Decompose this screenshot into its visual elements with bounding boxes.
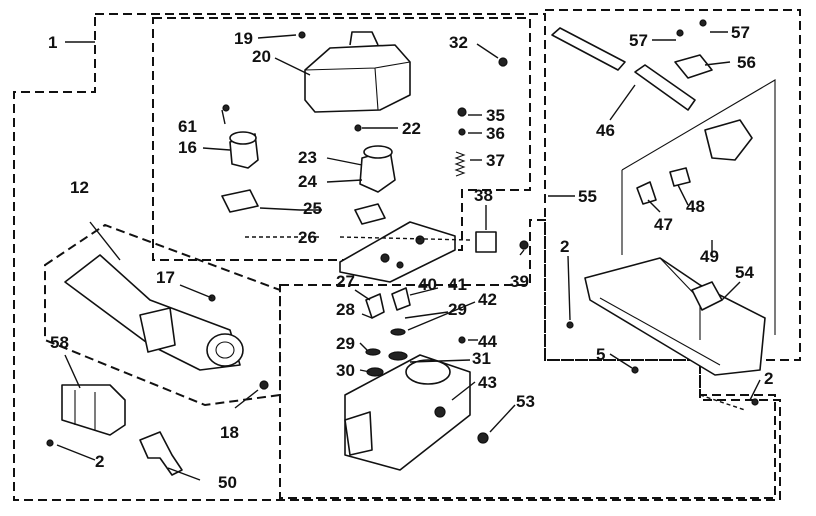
callout-30: 30 <box>336 361 355 380</box>
callout-37: 37 <box>486 151 505 170</box>
callout-2c: 2 <box>764 369 773 388</box>
callout-28: 28 <box>336 300 355 319</box>
callout-24: 24 <box>298 172 317 191</box>
fittings-47-48 <box>636 119 753 205</box>
burner-group-boundary <box>44 223 281 407</box>
callout-2a: 2 <box>95 452 104 471</box>
terminal-38 <box>475 231 497 253</box>
callout-58: 58 <box>50 333 69 352</box>
callout-22: 22 <box>402 119 421 138</box>
callout-27: 27 <box>336 272 355 291</box>
burner-tube-12 <box>64 254 244 371</box>
callout-1: 1 <box>48 33 57 52</box>
callout-17: 17 <box>156 268 175 287</box>
callout-35: 35 <box>486 106 505 125</box>
callout-43: 43 <box>478 373 497 392</box>
callout-labels: 1 19 20 32 61 16 22 35 36 37 23 24 25 26… <box>48 23 773 492</box>
callout-32: 32 <box>449 33 468 52</box>
callout-41: 41 <box>448 275 467 294</box>
valve-body-plate <box>339 221 456 283</box>
leader-lines <box>56 31 761 481</box>
clip-56 <box>674 54 713 79</box>
callout-16: 16 <box>178 138 197 157</box>
callout-29a: 29 <box>448 300 467 319</box>
gaskets-25 <box>221 189 386 225</box>
callout-36: 36 <box>486 124 505 143</box>
callout-26: 26 <box>298 228 317 247</box>
ignitor-16 <box>229 131 259 169</box>
callout-57a: 57 <box>629 31 648 50</box>
callout-48: 48 <box>686 197 705 216</box>
valve-group-boundary <box>152 17 531 261</box>
small-fasteners <box>46 19 759 447</box>
callout-29b: 29 <box>336 334 355 353</box>
solenoid-cover <box>304 31 411 113</box>
callout-38: 38 <box>474 186 493 205</box>
callout-5: 5 <box>596 345 605 364</box>
callout-57b: 57 <box>731 23 750 42</box>
callout-50: 50 <box>218 473 237 492</box>
callout-55: 55 <box>578 187 597 206</box>
mounting-bracket-54 <box>584 257 766 376</box>
callout-19: 19 <box>234 29 253 48</box>
spring-37 <box>454 151 466 177</box>
callout-31: 31 <box>472 349 491 368</box>
callout-25: 25 <box>303 199 322 218</box>
callout-23: 23 <box>298 148 317 167</box>
valve-stems <box>365 287 411 377</box>
callout-54: 54 <box>735 263 754 282</box>
bracket-58 <box>61 384 126 436</box>
callout-44: 44 <box>478 332 497 351</box>
callout-18: 18 <box>220 423 239 442</box>
bracket-group-boundary <box>545 9 801 361</box>
callout-61: 61 <box>178 117 197 136</box>
callout-39: 39 <box>510 272 529 291</box>
solenoid-coil-23 <box>359 145 396 193</box>
tubes-46 <box>551 27 696 111</box>
callout-56: 56 <box>737 53 756 72</box>
callout-40: 40 <box>418 275 437 294</box>
callout-46: 46 <box>596 121 615 140</box>
callout-42: 42 <box>478 290 497 309</box>
callout-2b: 2 <box>560 237 569 256</box>
callout-47: 47 <box>654 215 673 234</box>
callout-49: 49 <box>700 247 719 266</box>
pilot-50 <box>139 431 183 476</box>
callout-12: 12 <box>70 178 89 197</box>
callout-53: 53 <box>516 392 535 411</box>
bracket-panel-outline <box>621 79 776 335</box>
regulator-body <box>344 354 471 471</box>
callout-20: 20 <box>252 47 271 66</box>
